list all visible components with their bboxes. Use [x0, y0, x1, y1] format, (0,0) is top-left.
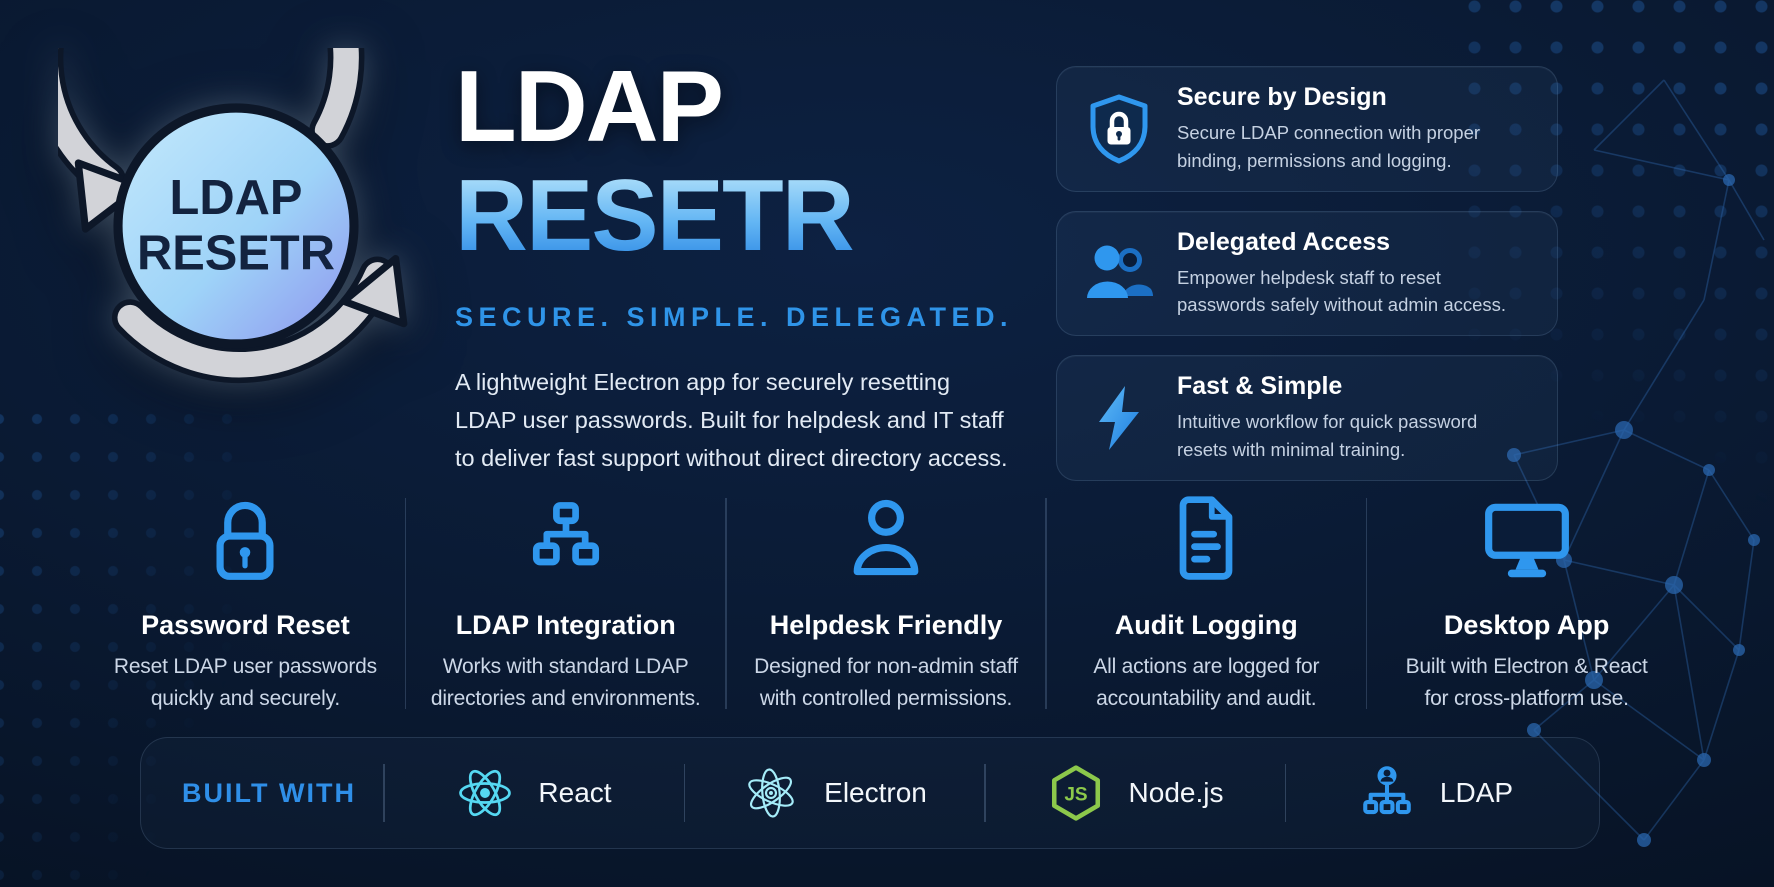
tagline: SECURE. SIMPLE. DELEGATED. — [455, 301, 1014, 332]
feature-title: Desktop App — [1443, 610, 1610, 640]
card-description: Secure LDAP connection with proper bindi… — [1177, 122, 1481, 171]
tech-name: React — [538, 777, 612, 808]
built-with-label: BUILT WITH — [182, 777, 356, 808]
feature-helpdesk-friendly: Helpdesk Friendly Designed for non-admin… — [727, 492, 1046, 715]
feature-desktop-app: Desktop App Built with Electron & React … — [1367, 492, 1686, 715]
react-icon — [459, 769, 512, 817]
card-description: Intuitive workflow for quick password re… — [1177, 411, 1478, 460]
column-divider — [725, 498, 727, 709]
column-divider — [1365, 498, 1368, 709]
ldap-tree-icon — [1363, 766, 1411, 815]
card-delegated-access: Delegated Access Empower helpdesk staff … — [1056, 210, 1558, 336]
hero-section: LDAP RESETR SECURE. SIMPLE. DELEGATED. A… — [455, 51, 1014, 477]
bar-divider — [683, 764, 685, 822]
feature-description: Works with standard LDAP directories and… — [430, 655, 701, 710]
logo-text-line1: LDAP — [170, 171, 303, 225]
tech-nodejs: JS Node.js — [986, 764, 1285, 822]
feature-ldap-integration: LDAP Integration Works with standard LDA… — [406, 492, 725, 715]
card-title: Fast & Simple — [1177, 372, 1343, 400]
electron-icon — [748, 768, 794, 818]
bar-divider — [383, 764, 385, 822]
highlight-cards: Secure by Design Secure LDAP connection … — [1056, 66, 1558, 481]
hierarchy-icon — [412, 492, 719, 584]
users-icon — [1083, 242, 1155, 304]
card-text: Delegated Access Empower helpdesk staff … — [1177, 228, 1506, 320]
nodejs-icon: JS — [1051, 765, 1100, 821]
card-text: Fast & Simple Intuitive workflow for qui… — [1177, 372, 1477, 464]
column-divider — [1045, 498, 1047, 709]
built-with-bar: BUILT WITH React — [140, 737, 1600, 849]
lock-icon — [92, 492, 399, 584]
sync-arrows-logo-icon: LDAP RESETR — [26, 0, 408, 383]
document-icon — [1053, 492, 1360, 584]
tech-electron: Electron — [685, 764, 984, 822]
column-divider — [404, 498, 407, 709]
app-description: A lightweight Electron app for securely … — [455, 368, 1008, 472]
bar-divider — [1284, 764, 1286, 822]
tech-name: Node.js — [1128, 777, 1224, 808]
logo-text-line2: RESETR — [137, 227, 335, 281]
shield-lock-icon — [1083, 94, 1155, 164]
feature-title: Audit Logging — [1114, 610, 1298, 640]
app-logo: LDAP RESETR — [26, 0, 414, 404]
card-title: Secure by Design — [1177, 83, 1387, 111]
feature-audit-logging: Audit Logging All actions are logged for… — [1047, 492, 1366, 715]
tech-ldap: LDAP — [1286, 764, 1585, 822]
feature-password-reset: Password Reset Reset LDAP user passwords… — [86, 492, 405, 715]
card-description: Empower helpdesk staff to reset password… — [1177, 266, 1507, 316]
feature-title: Password Reset — [141, 610, 350, 640]
tech-name: LDAP — [1439, 777, 1514, 808]
feature-description: All actions are logged for accountabilit… — [1093, 655, 1320, 710]
card-fast-simple: Fast & Simple Intuitive workflow for qui… — [1056, 355, 1558, 481]
card-text: Secure by Design Secure LDAP connection … — [1177, 83, 1480, 175]
page-title-line1: LDAP — [455, 51, 724, 163]
bar-divider — [984, 764, 986, 822]
card-title: Delegated Access — [1177, 227, 1391, 256]
card-secure-by-design: Secure by Design Secure LDAP connection … — [1056, 66, 1558, 192]
feature-description: Built with Electron & React for cross-pl… — [1405, 655, 1648, 710]
feature-title: LDAP Integration — [455, 610, 676, 640]
tech-name: Electron — [824, 777, 927, 808]
tech-react: React — [385, 764, 684, 822]
feature-title: Helpdesk Friendly — [769, 610, 1003, 640]
feature-description: Designed for non-admin staff with contro… — [754, 655, 1018, 710]
js-glyph: JS — [1064, 784, 1087, 805]
feature-description: Reset LDAP user passwords quickly and se… — [113, 655, 377, 710]
monitor-icon — [1373, 492, 1680, 584]
feature-row: Password Reset Reset LDAP user passwords… — [86, 492, 1686, 715]
lightning-icon — [1083, 384, 1155, 452]
page-title-line2: RESETR — [455, 165, 1013, 266]
person-icon — [733, 492, 1040, 584]
